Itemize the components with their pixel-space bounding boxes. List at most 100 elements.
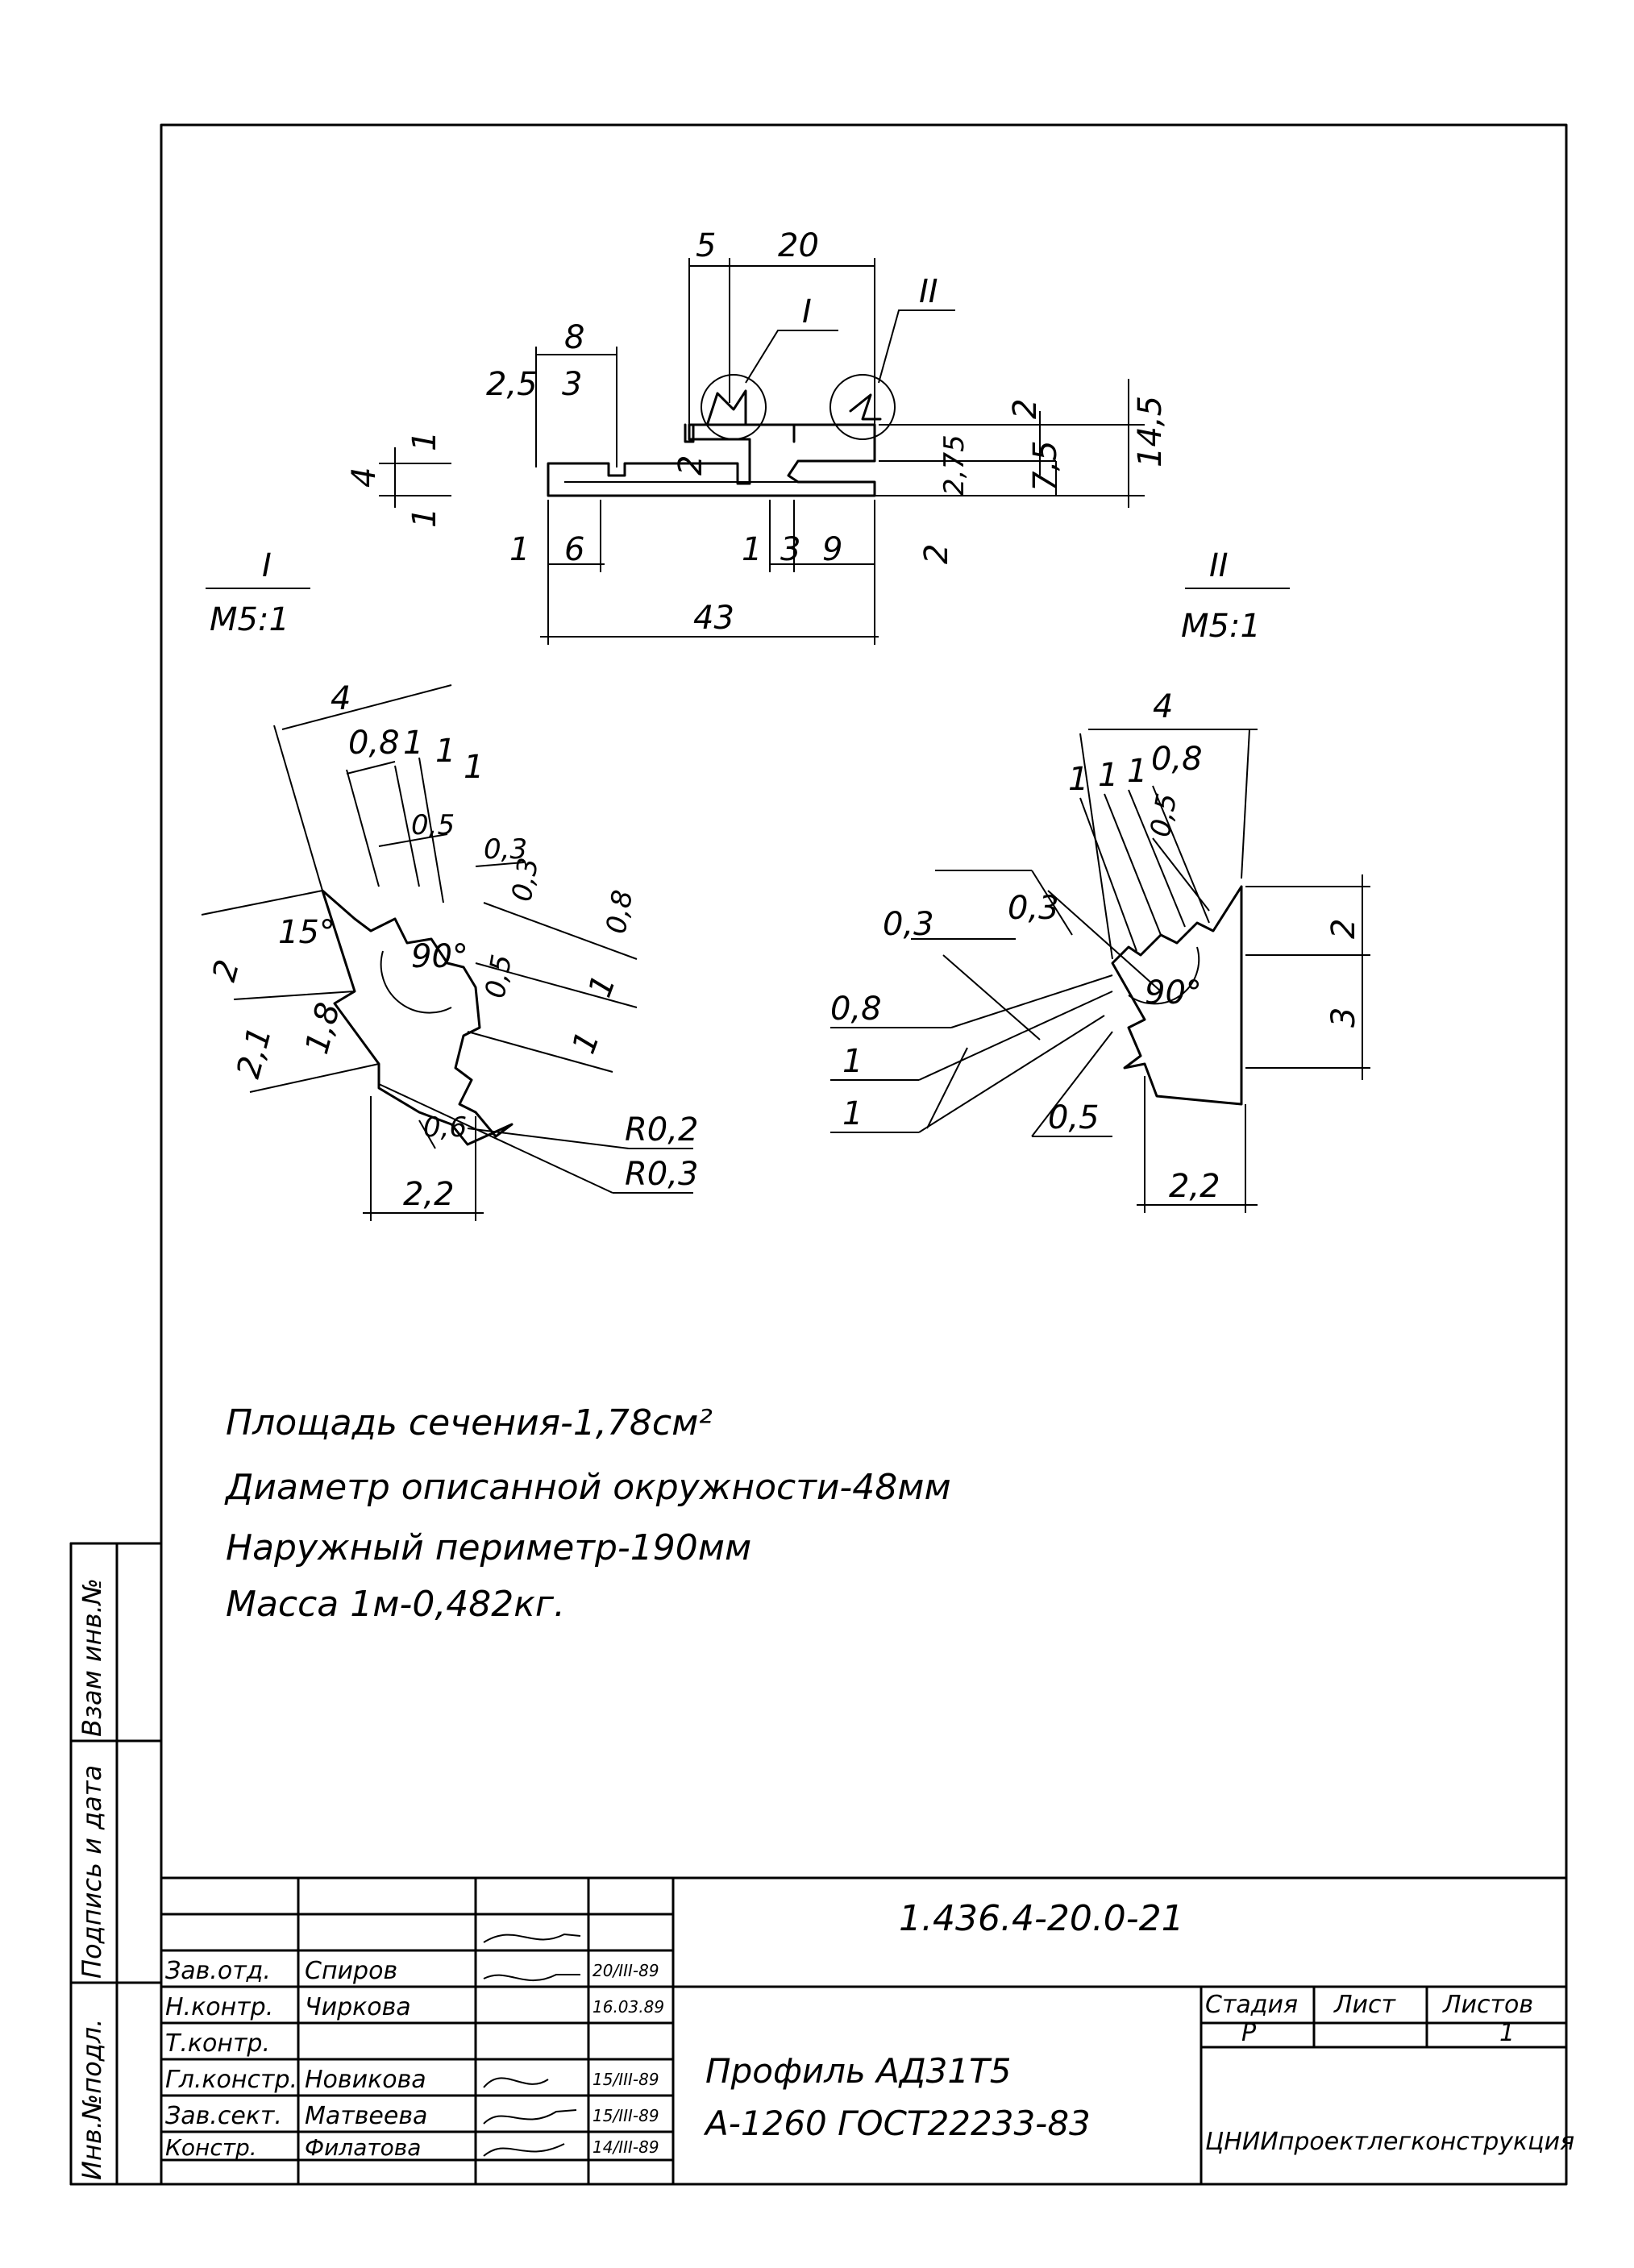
detail-I: I M5:1 4 bbox=[201, 547, 698, 1221]
detail-I-dim-label: 1,8 bbox=[298, 999, 347, 1057]
main-dim-label: 1 bbox=[742, 531, 762, 568]
main-dim-label: 8 bbox=[564, 319, 584, 356]
sheets-header: Листов bbox=[1443, 1991, 1534, 2019]
stage-header: Стадия bbox=[1205, 1991, 1299, 2019]
signature-role: Зав.сект. bbox=[165, 2102, 282, 2130]
note-section-area: Площадь сечения-1,78см² bbox=[226, 1402, 713, 1443]
title-name-line1: Профиль АД31Т5 bbox=[705, 2051, 1012, 2091]
detail-II-label: II bbox=[1209, 547, 1229, 584]
detail-I-dim-label: 0,5 bbox=[479, 952, 518, 1000]
main-dim-label: 1 bbox=[509, 531, 530, 568]
sheet-frame bbox=[160, 123, 1568, 2186]
detail-I-dim-label: 0,5 bbox=[411, 809, 455, 841]
detail-I-dim-label: 2 bbox=[206, 956, 247, 985]
signature-name: Чиркова bbox=[305, 1993, 411, 2021]
detail-II: II M5:1 bbox=[830, 547, 1370, 1213]
sheet-header: Лист bbox=[1334, 1991, 1396, 2019]
detail-I-dim-label: 2,1 bbox=[230, 1023, 279, 1082]
signature-role: Гл.констр. bbox=[165, 2066, 298, 2094]
main-dim-label: 2 bbox=[918, 544, 955, 564]
note-outer-perimeter: Наружный периметр-190мм bbox=[226, 1527, 752, 1568]
detail-I-label: I bbox=[262, 547, 272, 584]
detail-II-dim-label: 0,3 bbox=[1008, 890, 1059, 927]
detail-II-scale: M5:1 bbox=[1181, 608, 1261, 645]
detail-I-dim-label: 1 bbox=[464, 749, 484, 786]
detail-I-dim-label: 90° bbox=[411, 938, 468, 975]
profile-top-flange bbox=[684, 423, 796, 443]
main-dim-label: 1 bbox=[406, 431, 443, 451]
side-stamp-signature-date: Подпись и дата bbox=[77, 1764, 107, 1979]
main-dim-label: 5 bbox=[696, 227, 716, 264]
main-dim-label: 9 bbox=[822, 531, 842, 568]
detail-I-dim-label: 0,8 bbox=[600, 887, 639, 936]
detail-I-tooth bbox=[706, 389, 747, 425]
detail-II-dim-label: 1 bbox=[1127, 753, 1147, 790]
main-dim-label: 43 bbox=[693, 600, 734, 637]
main-dim-lines bbox=[379, 258, 1145, 645]
detail-II-arc bbox=[1128, 946, 1200, 1005]
signature-date: 14/III-89 bbox=[592, 2137, 659, 2157]
main-profile: 5 20 8 2,5 3 1 4 1 2 2 2,75 7,5 14,5 1 6… bbox=[346, 227, 1169, 645]
detail-I-dim-label: 1 bbox=[435, 733, 455, 770]
detail-I-radius: R0,2 bbox=[625, 1111, 698, 1149]
detail-I-outline bbox=[321, 889, 513, 1146]
detail-I-dim-label: 15° bbox=[278, 914, 335, 951]
title-name-line2: А-1260 ГОСТ22233-83 bbox=[705, 2104, 1091, 2143]
side-stamp-inv-no: Инв.№подл. bbox=[77, 2018, 107, 2180]
detail-II-dim-label: 1 bbox=[842, 1095, 863, 1132]
detail-I-dim-label: 1 bbox=[403, 725, 423, 762]
detail-I-circle bbox=[701, 374, 767, 440]
signature-role: Констр. bbox=[165, 2134, 257, 2161]
detail-II-dim-label: 0,5 bbox=[1144, 791, 1183, 839]
main-dim-label: 2,5 bbox=[486, 366, 538, 403]
main-dim-label: 2,75 bbox=[938, 434, 971, 496]
detail-I-dim-label: 1 bbox=[581, 970, 623, 1003]
detail-II-tooth bbox=[849, 393, 882, 421]
signature-name: Филатова bbox=[305, 2134, 422, 2161]
detail-II-dim-label: 0,8 bbox=[830, 991, 882, 1028]
sheets-value: 1 bbox=[1499, 2019, 1516, 2047]
signature-date: 20/III-89 bbox=[592, 1961, 659, 1980]
document-designation: 1.436.4-20.0-21 bbox=[899, 1898, 1184, 1939]
detail-II-dim-label: 1 bbox=[1098, 757, 1118, 794]
main-dim-label: 3 bbox=[780, 531, 800, 568]
detail-II-dim-label: 0,3 bbox=[883, 906, 934, 943]
signature-role: Т.контр. bbox=[165, 2029, 271, 2058]
signature-name: Новикова bbox=[305, 2066, 426, 2094]
detail-II-outline bbox=[1111, 885, 1243, 1106]
detail-I-dim-label: 1 bbox=[565, 1027, 607, 1059]
detail-I-dim-label: 4 bbox=[331, 680, 351, 717]
main-dim-label: 20 bbox=[778, 227, 819, 264]
main-dim-label: 14,5 bbox=[1132, 396, 1169, 467]
detail-I-dim-lines bbox=[201, 684, 693, 1221]
note-circumscribed-diameter: Диаметр описанной окружности-48мм bbox=[226, 1467, 951, 1508]
callout-I-leader bbox=[745, 330, 838, 384]
side-stamp bbox=[69, 1542, 163, 2186]
signature-role: Зав.отд. bbox=[165, 1957, 271, 1985]
detail-II-dim-lines bbox=[830, 729, 1370, 1213]
signature-date: 15/III-89 bbox=[592, 2070, 659, 2089]
side-stamp-replaced-inv: Взам инв.№ bbox=[77, 1578, 107, 1737]
detail-II-circle bbox=[829, 374, 896, 440]
detail-I-dim-label: 0,8 bbox=[348, 725, 400, 762]
main-dim-label: 4 bbox=[346, 467, 383, 488]
profile-outline bbox=[547, 423, 876, 497]
main-dim-label: 7,5 bbox=[1027, 440, 1064, 492]
main-dim-label: 1 bbox=[406, 508, 443, 528]
detail-II-dim-label: 3 bbox=[1325, 1007, 1362, 1028]
main-dim-label: 2 bbox=[1007, 399, 1044, 419]
detail-I-radius: R0,3 bbox=[625, 1156, 698, 1193]
main-dim-label: 3 bbox=[562, 366, 582, 403]
stage-value: Р bbox=[1241, 2019, 1257, 2047]
detail-I-dim-label: 0,3 bbox=[505, 855, 545, 903]
detail-I-dim-label: 2,2 bbox=[403, 1176, 455, 1213]
organization-name: ЦНИИпроектлегконструкция bbox=[1205, 2128, 1575, 2156]
signature-date: 15/III-89 bbox=[592, 2106, 659, 2125]
callout-II-leader bbox=[878, 309, 955, 384]
detail-II-dim-label: 1 bbox=[1068, 761, 1088, 798]
main-dim-label: 2 bbox=[672, 455, 709, 476]
detail-II-dim-label: 2,2 bbox=[1169, 1168, 1220, 1205]
signature-name: Спиров bbox=[305, 1957, 398, 1985]
callout-label-I: I bbox=[802, 293, 812, 330]
